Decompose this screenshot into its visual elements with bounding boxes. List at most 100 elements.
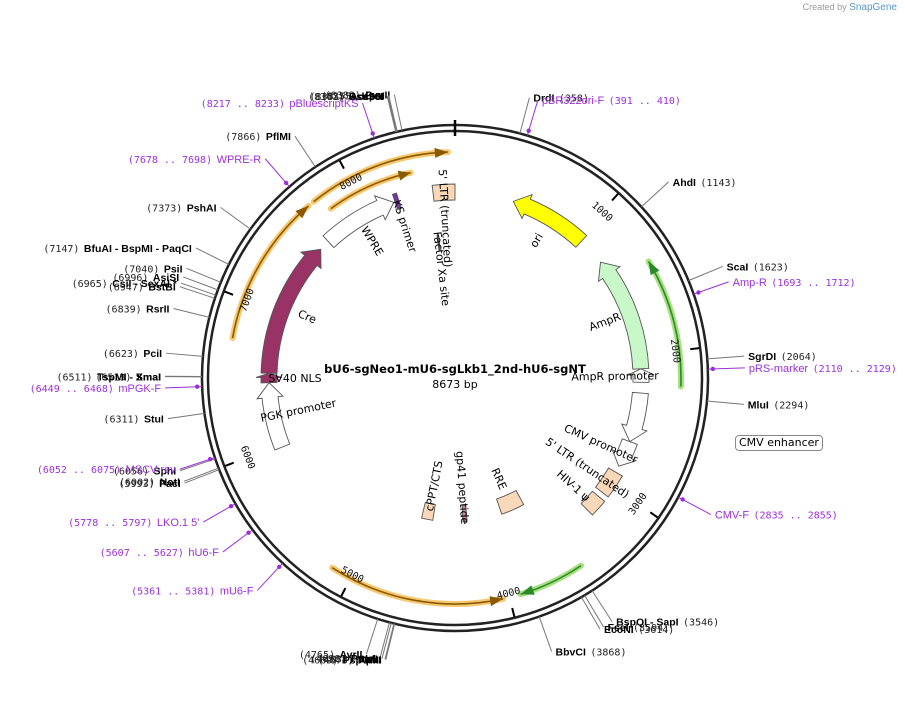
site-rsrii[interactable]: (6839) RsrII [106, 299, 210, 318]
label-position: (5993) [119, 479, 155, 490]
label-position: (3614) [638, 625, 674, 636]
site-bsu36i[interactable]: (8347) Bsu36I [308, 87, 397, 133]
feature-label-wpre: WPRE [358, 224, 386, 258]
site-sbfi[interactable]: (4688) SbfI [318, 622, 392, 667]
label-position: (6623) [103, 349, 139, 360]
label-position: (5361 .. 5381) [131, 586, 215, 597]
feature-factor-xa-site[interactable] [436, 234, 441, 252]
site-drdi[interactable]: DrdI (358) [519, 89, 589, 134]
label-position: (6002) [119, 477, 155, 488]
site-apai[interactable]: (4673) ApaI [318, 623, 395, 668]
site-sgrdi[interactable]: SgrDI (2064) [707, 347, 817, 364]
site-pcii[interactable]: (6623) PciI [103, 344, 203, 361]
label-name: BstBI [148, 282, 176, 294]
site-asisi[interactable]: (6996) AsiSI [112, 268, 219, 291]
leader-line [584, 595, 605, 628]
site-label: BspQI - SapI (3546) [616, 613, 719, 630]
label-name: CMV-F [715, 510, 750, 522]
primer-pbr322ori-f[interactable]: pBR322ori-F (391 .. 410) [526, 91, 681, 136]
primer-label: (8217 .. 8233) pBluescriptKS [201, 94, 359, 111]
site-tspmi-xmai[interactable]: (6511) TspMI - XmaI [56, 368, 203, 385]
site-pmei[interactable]: (4698) PmeI [310, 622, 390, 666]
site-noti[interactable]: (6002) NotI [119, 467, 219, 489]
primer-mscv-rev[interactable]: (6052 .. 6075) MSCV-rev [37, 456, 216, 477]
site-csii-sexai[interactable]: (6965) CsiI - SexAI * [72, 274, 217, 296]
site-label: (4673) ApaI [318, 650, 381, 667]
feature-cmv-enhancer[interactable] [620, 391, 649, 443]
label-position: (7866) [225, 132, 261, 143]
site-label: (7866) PflMI [225, 127, 291, 144]
site-label: (6947) BstBI [108, 278, 176, 295]
restriction-sites: (8382) PvuII(8355) KpnI(8351) Acc65I(834… [43, 85, 817, 668]
feature-wpre[interactable] [322, 195, 395, 249]
site-avrii[interactable]: (4765) AvrII [299, 618, 379, 662]
feature-5-ltr-truncated[interactable] [594, 467, 623, 498]
label-position: (1623) [753, 262, 789, 273]
site-bspqi-sapi[interactable]: BspQI - SapI (3546) [591, 590, 719, 630]
leader-line [388, 95, 398, 132]
label-position: (3868) [590, 647, 626, 658]
primer-marker [710, 366, 716, 372]
primer-lko-1-5[interactable]: (5778 .. 5797) LKO.1 5' [68, 503, 236, 530]
feature-rre[interactable] [495, 489, 525, 515]
label-name: TspMI - XmaI [97, 372, 161, 384]
site-kpni[interactable]: (8355) KpnI [321, 87, 398, 132]
site-bfuai-bspmi-paqci[interactable]: (7147) BfuAI - BspMI - PaqCI [43, 239, 230, 265]
feature-cre[interactable] [260, 248, 322, 374]
primer-amp-r[interactable]: Amp-R (1693 .. 1712) [693, 273, 856, 295]
primer-wpre-r[interactable]: (7678 .. 7698) WPRE-R [128, 150, 290, 188]
primer-prs-marker[interactable]: pRS-marker (2110 .. 2129) [707, 359, 897, 376]
feature-sv40-nls[interactable] [255, 372, 283, 384]
label-name: FseI [608, 622, 629, 634]
credit-prefix: Created by [802, 2, 847, 12]
feature-pgk-promoter[interactable] [256, 382, 291, 451]
site-paci[interactable]: (5993) PacI [119, 469, 220, 491]
label-name: PvuII [365, 89, 390, 101]
site-stui[interactable]: (6311) StuI [103, 410, 205, 427]
feature-hiv-1[interactable] [580, 490, 606, 516]
tick-2000 [690, 347, 700, 351]
site-bstbi[interactable]: (6947) BstBI [108, 278, 216, 299]
leader-line [379, 622, 390, 659]
plasmid-name: bU6-sgNeo1-mU6-sgLkb1_2nd-hU6-sgNT [324, 362, 586, 377]
site-econi[interactable]: EcoNI (3614) [581, 596, 674, 637]
primer-mpgk-f[interactable]: (6449 .. 6468) mPGK-F [30, 379, 203, 396]
feature-5-ltr-truncated[interactable] [431, 183, 456, 202]
site-pshai[interactable]: (7373) PshAI [146, 198, 251, 230]
feature-ori[interactable] [512, 193, 588, 248]
site-mlui[interactable]: MluI (2294) [706, 395, 809, 412]
site-fsei[interactable]: FseI (3594) [584, 595, 670, 635]
outer-arc-line [231, 205, 310, 339]
feature-gp41-peptide[interactable] [461, 505, 468, 523]
feature-label-ampr: AmpR [587, 310, 623, 334]
label-position: (8351) [310, 92, 346, 103]
feature-ampr-promoter[interactable] [627, 368, 655, 383]
leader-line [688, 265, 723, 282]
primer-annotations: pBR322ori-F (391 .. 410) (8217 .. 8233) p… [30, 91, 897, 598]
primer-label: CMV-F (2835 .. 2855) [715, 506, 838, 523]
site-scai[interactable]: ScaI (1623) [688, 257, 789, 282]
feature-ampr[interactable] [597, 261, 650, 370]
site-ahdi[interactable]: AhdI (1143) [641, 173, 737, 208]
feature-cppt-cts[interactable] [421, 501, 436, 521]
site-bbvci[interactable]: BbvCI (3868) [538, 616, 626, 660]
primer-hu6-f[interactable]: (5607 .. 5627) hU6-F [100, 529, 253, 560]
feature-label-cmv-enhancer[interactable]: CMV enhancer [735, 435, 823, 451]
primer-pbluescriptks[interactable]: (8217 .. 8233) pBluescriptKS [201, 94, 375, 139]
site-acc65i[interactable]: (8351) Acc65I [310, 87, 398, 132]
primer-mu6-f[interactable]: (5361 .. 5381) mU6-F [131, 562, 284, 598]
primer-cmv-f[interactable]: CMV-F (2835 .. 2855) [677, 496, 838, 523]
site-pflmi[interactable]: (7866) PflMI [225, 127, 316, 168]
feature-cmv-promoter[interactable] [611, 438, 638, 467]
feature-ks-primer[interactable] [391, 192, 402, 211]
site-label: (8347) Bsu36I [308, 87, 383, 104]
label-name: PshAI [187, 202, 217, 214]
label-name: pBluescriptKS [289, 98, 358, 110]
site-pspomi[interactable]: (4669) PspOMI [302, 623, 396, 668]
tick-label-1000: 1000 [589, 200, 614, 224]
site-psii[interactable]: (7040) PsiI [123, 259, 221, 283]
label-position: (7678 .. 7698) [128, 155, 212, 166]
primer-marker [277, 564, 282, 570]
site-pvuii[interactable]: (8382) PvuII [325, 85, 403, 131]
label-name: LKO.1 5' [157, 517, 199, 529]
